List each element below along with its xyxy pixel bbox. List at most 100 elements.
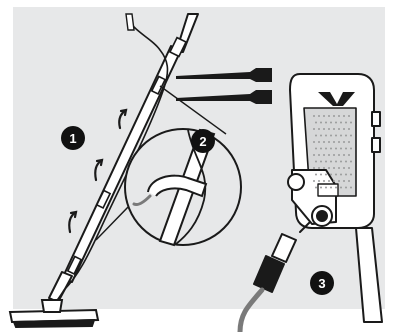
grille-dot (320, 134, 322, 137)
grille-dot (315, 147, 317, 150)
grille-dot (350, 173, 352, 176)
grille-dot (330, 160, 332, 163)
grille-dot (338, 180, 340, 182)
grille-dot (330, 173, 332, 176)
grille-dot (338, 167, 340, 169)
grille-dot (325, 147, 327, 150)
connector-body (253, 255, 285, 293)
insert-arrow (299, 221, 311, 233)
grille-dot (315, 121, 317, 124)
cable-end (125, 13, 135, 31)
wrap-arrows (68, 108, 128, 234)
speaker-grille (313, 115, 352, 189)
grille-dot (333, 141, 335, 143)
grille-dot (348, 115, 350, 117)
grille-dot (325, 160, 327, 163)
callout-line-top (159, 85, 227, 135)
grille-dot (343, 180, 345, 182)
grille-dot (330, 186, 332, 189)
control-box (287, 73, 383, 323)
grille-dot (348, 180, 350, 182)
grille-dot (325, 186, 327, 189)
grille-dot (323, 128, 325, 130)
velcro-strap-icon (176, 68, 272, 82)
clamp-top (168, 36, 188, 58)
grille-dot (320, 186, 322, 189)
grille-dot (323, 141, 325, 143)
step-number-2: 2 (199, 134, 206, 149)
grille-dot (343, 128, 345, 130)
grille-dot (350, 147, 352, 150)
grille-dot (328, 128, 330, 130)
grille-dot (338, 128, 340, 130)
grille-dot (325, 134, 327, 137)
grille-dot (350, 134, 352, 137)
grille-dot (313, 141, 315, 143)
grille-dot (328, 180, 330, 182)
coil-cable (63, 15, 169, 291)
grille-dot (313, 154, 315, 156)
grille-dot (345, 173, 347, 176)
grille-dot (343, 154, 345, 156)
grille-dot (328, 154, 330, 156)
grille-dot (335, 160, 337, 163)
grille-dot (325, 121, 327, 124)
grille-dot (320, 160, 322, 163)
grille-dot (335, 186, 337, 189)
grille-dot (330, 121, 332, 124)
curved-arrow-icon (118, 108, 128, 130)
grille-dot (348, 141, 350, 143)
step-badge-3: 3 (310, 271, 334, 295)
grille-dot (343, 167, 345, 169)
shaft-clamps (66, 36, 188, 276)
wrap-2 (95, 189, 112, 210)
grille-dot (335, 147, 337, 150)
grille-dot (338, 141, 340, 143)
grille-dot (348, 154, 350, 156)
strap-tail (132, 194, 152, 206)
grille-dot (343, 141, 345, 143)
curved-arrow-icon (68, 210, 78, 234)
minelab-v-logo (318, 92, 355, 106)
grille-dot (313, 180, 315, 182)
side-button-top (371, 111, 381, 127)
grille-dot (328, 141, 330, 143)
grille-dot (333, 167, 335, 169)
side-button-bottom (371, 137, 381, 153)
grille-dot (323, 115, 325, 117)
grille-dot (348, 128, 350, 130)
grille-dot (318, 180, 320, 182)
grille-dot (330, 134, 332, 137)
grille-dot (340, 134, 342, 137)
step-number-1: 1 (69, 131, 76, 146)
grille-dot (320, 147, 322, 150)
grille-dot (338, 154, 340, 156)
wrap-3 (66, 255, 83, 276)
grille-dot (333, 128, 335, 130)
step-badge-2: 2 (191, 129, 215, 153)
grille-dot (315, 134, 317, 137)
grille-dot (315, 186, 317, 189)
grille-dot (313, 115, 315, 117)
search-coil (8, 299, 100, 329)
step-badge-1: 1 (61, 126, 85, 150)
grille-dot (350, 121, 352, 124)
grille-dot (330, 147, 332, 150)
grille-dot (320, 173, 322, 176)
grille-dot (350, 186, 352, 189)
grille-dot (313, 167, 315, 169)
grille-dot (340, 147, 342, 150)
grille-dot (340, 173, 342, 176)
bracket-slot (317, 183, 339, 197)
grille-dot (335, 173, 337, 176)
mount-knob (287, 173, 305, 191)
grille-dot (345, 186, 347, 189)
grille-dot (335, 134, 337, 137)
grille-dot (313, 128, 315, 130)
grille-dot (345, 134, 347, 137)
grille-dot (328, 167, 330, 169)
velcro-strap-icon (176, 90, 272, 104)
grille-dot (345, 160, 347, 163)
coil-body (8, 308, 100, 324)
